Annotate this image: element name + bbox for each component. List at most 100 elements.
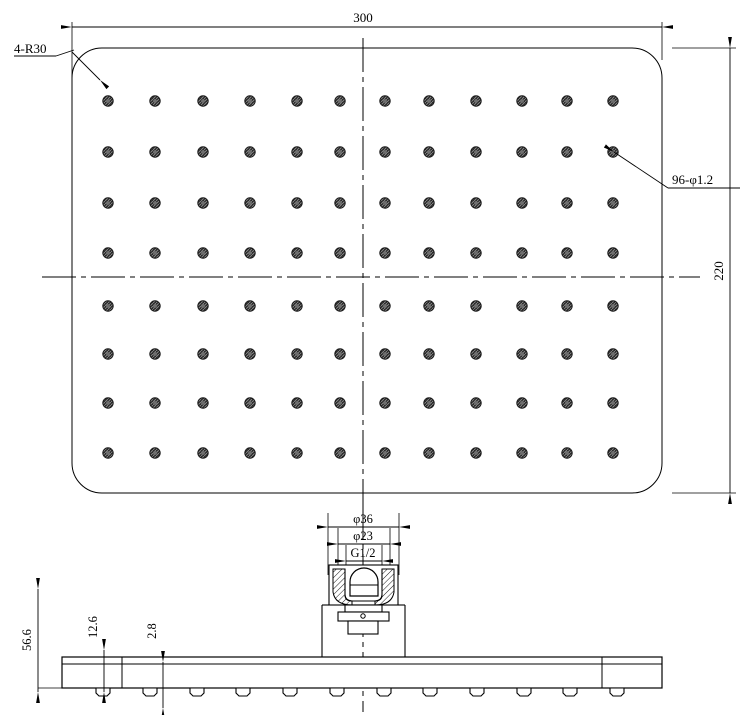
nozzle-bore: [520, 401, 524, 405]
nozzle-bore: [383, 451, 387, 455]
nozzle-bore: [201, 99, 205, 103]
corner-radius-leader: [71, 51, 110, 90]
nozzle-bore: [338, 352, 342, 356]
nozzle-bore: [474, 150, 478, 154]
nozzle-bore: [295, 401, 299, 405]
bottom-nozzle-bump: [95, 687, 111, 697]
nozzle-bore: [611, 304, 615, 308]
nozzle-bore: [248, 251, 252, 255]
nozzle-bore: [383, 401, 387, 405]
joint-inner-cup: [344, 569, 383, 602]
inner-dia-label: φ23: [353, 529, 373, 543]
nozzle-bore: [474, 99, 478, 103]
nozzle-bore: [565, 201, 569, 205]
nozzle-bore: [248, 451, 252, 455]
bottom-nozzle-bump: [282, 687, 298, 697]
top-view-centerlines: [42, 38, 700, 505]
nozzle-bore: [106, 150, 110, 154]
nozzle-bore: [106, 201, 110, 205]
nozzle-bore: [611, 352, 615, 356]
nozzle-bore: [427, 201, 431, 205]
nozzle-bore: [338, 304, 342, 308]
bottom-nozzle-bump: [469, 687, 485, 697]
nozzle-bore: [611, 401, 615, 405]
nozzle-bore: [565, 304, 569, 308]
nozzle-bore: [427, 304, 431, 308]
height-dimension: 220: [672, 37, 736, 504]
nozzle-bore: [338, 251, 342, 255]
nozzle-bore: [248, 352, 252, 356]
nozzle-bore: [248, 401, 252, 405]
nozzle-bore: [248, 304, 252, 308]
nozzle-bore: [338, 150, 342, 154]
nozzle-bore: [474, 304, 478, 308]
nozzle-bore: [106, 304, 110, 308]
bottom-nozzle-bump: [235, 687, 251, 697]
nozzle-bore: [338, 201, 342, 205]
nozzle-bore: [295, 251, 299, 255]
total-height-label: 56.6: [20, 629, 34, 651]
nozzle-bore: [474, 451, 478, 455]
nozzle-bore: [474, 251, 478, 255]
corner-radius-leader-tail: [55, 49, 75, 57]
nozzle-bore: [295, 352, 299, 356]
bottom-nozzle-bump: [376, 687, 392, 697]
shower-arm: [321, 604, 406, 657]
bottom-nozzle-bump: [609, 687, 625, 697]
nozzle-bore: [520, 304, 524, 308]
nozzle-bore: [153, 304, 157, 308]
nozzle-bore: [106, 401, 110, 405]
nozzle-bore: [383, 201, 387, 205]
nozzle-bore: [201, 304, 205, 308]
nozzle-bore: [201, 201, 205, 205]
nozzle-bore: [565, 99, 569, 103]
nozzle-bore: [383, 352, 387, 356]
width-dimension-label: 300: [353, 10, 373, 25]
nozzle-bore: [520, 451, 524, 455]
nozzle-bore: [106, 352, 110, 356]
nozzle-bore: [383, 251, 387, 255]
plate-body: [61, 656, 663, 689]
nozzle-bore: [611, 251, 615, 255]
nozzle-bore: [201, 451, 205, 455]
joint-washer: [344, 604, 383, 613]
nozzle-bore: [520, 201, 524, 205]
swivel-ball-joint: [328, 564, 399, 635]
joint-ball: [349, 567, 379, 597]
nozzle-bore: [201, 352, 205, 356]
nozzle-bore: [338, 99, 342, 103]
nozzle-bore: [153, 99, 157, 103]
arm-height-label: 12.6: [86, 616, 100, 638]
nozzle-bore: [106, 451, 110, 455]
nozzle-bore: [427, 451, 431, 455]
nozzle-bore: [248, 201, 252, 205]
body-dia-label: φ36: [353, 512, 373, 526]
nozzle-bore: [201, 150, 205, 154]
nozzle-bore: [153, 150, 157, 154]
nozzle-bore: [565, 251, 569, 255]
nozzle-bore: [106, 251, 110, 255]
side-view-plate: [61, 656, 663, 689]
nozzle-bore: [427, 401, 431, 405]
nozzle-bore: [295, 150, 299, 154]
nozzle-bore: [153, 451, 157, 455]
nozzle-bore: [201, 401, 205, 405]
nozzle-bore: [427, 352, 431, 356]
nozzle-callout-leader: [603, 144, 669, 189]
nozzle-bore: [106, 99, 110, 103]
corner-radius-callout: 4-R30: [14, 41, 110, 90]
nozzle-bore: [611, 201, 615, 205]
nozzle-bore: [295, 304, 299, 308]
nozzle-bore: [520, 352, 524, 356]
corner-radius-label: 4-R30: [14, 41, 47, 56]
plate-thickness-label: 2.8: [145, 623, 159, 639]
nozzle-bore: [295, 451, 299, 455]
nozzle-bore: [520, 251, 524, 255]
nozzle-bore: [520, 150, 524, 154]
nozzle-bore: [153, 352, 157, 356]
bottom-nozzle-bump: [562, 687, 578, 697]
nozzle-bore: [474, 352, 478, 356]
nozzle-bore: [565, 401, 569, 405]
